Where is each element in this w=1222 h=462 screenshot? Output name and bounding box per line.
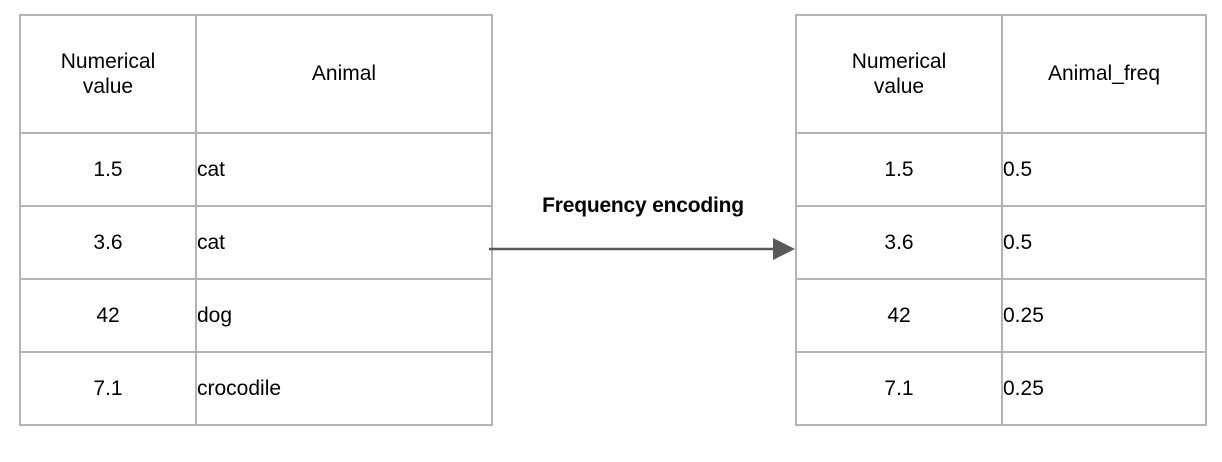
table-row: 3.6 0.5 <box>795 205 1207 280</box>
column-header-animal: Animal <box>195 14 493 134</box>
table-row: 1.5 0.5 <box>795 132 1207 207</box>
cell-numerical-value: 3.6 <box>795 205 1003 280</box>
transform-label: Frequency encoding <box>542 194 744 217</box>
table-row: 7.1 crocodile <box>19 351 493 426</box>
table-row: 1.5 cat <box>19 132 493 207</box>
cell-animal: crocodile <box>195 351 493 426</box>
table-header-row: Numerical value Animal_freq <box>795 14 1207 134</box>
table-row: 3.6 cat <box>19 205 493 280</box>
cell-animal-freq: 0.5 <box>1001 132 1207 207</box>
table-header-row: Numerical value Animal <box>19 14 493 134</box>
table-row: 42 dog <box>19 278 493 353</box>
arrow-right-icon <box>489 238 795 260</box>
cell-animal: cat <box>195 205 493 280</box>
cell-animal: dog <box>195 278 493 353</box>
column-header-label: Numerical value <box>60 49 156 98</box>
input-table: Numerical value Animal 1.5 cat 3.6 cat 4… <box>19 14 493 426</box>
cell-animal-freq: 0.25 <box>1001 278 1207 353</box>
output-table: Numerical value Animal_freq 1.5 0.5 3.6 … <box>795 14 1207 426</box>
cell-numerical-value: 7.1 <box>19 351 197 426</box>
column-header-animal-freq: Animal_freq <box>1001 14 1207 134</box>
column-header-label: Numerical value <box>851 49 947 98</box>
column-header-numerical-value: Numerical value <box>795 14 1003 134</box>
table-row: 42 0.25 <box>795 278 1207 353</box>
cell-animal-freq: 0.25 <box>1001 351 1207 426</box>
cell-animal: cat <box>195 132 493 207</box>
cell-numerical-value: 42 <box>19 278 197 353</box>
cell-numerical-value: 42 <box>795 278 1003 353</box>
table-row: 7.1 0.25 <box>795 351 1207 426</box>
cell-numerical-value: 1.5 <box>19 132 197 207</box>
column-header-label: Animal <box>311 62 377 86</box>
cell-numerical-value: 1.5 <box>795 132 1003 207</box>
cell-animal-freq: 0.5 <box>1001 205 1207 280</box>
column-header-label: Animal_freq <box>1047 62 1161 86</box>
cell-numerical-value: 3.6 <box>19 205 197 280</box>
cell-numerical-value: 7.1 <box>795 351 1003 426</box>
column-header-numerical-value: Numerical value <box>19 14 197 134</box>
